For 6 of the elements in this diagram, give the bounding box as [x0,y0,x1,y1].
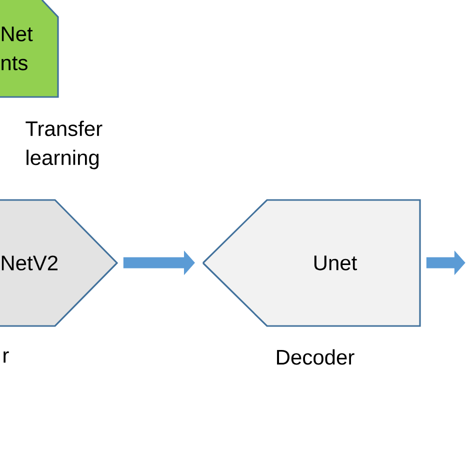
annotation-text: Transfer learning [26,120,102,170]
encoder-pentagon: NetV2 [0,199,118,327]
process-box: Net nts [0,0,59,98]
caption-text: Decoder [277,349,354,365]
decoder-pentagon: Unet [202,199,421,327]
caption-text: r [4,351,9,363]
